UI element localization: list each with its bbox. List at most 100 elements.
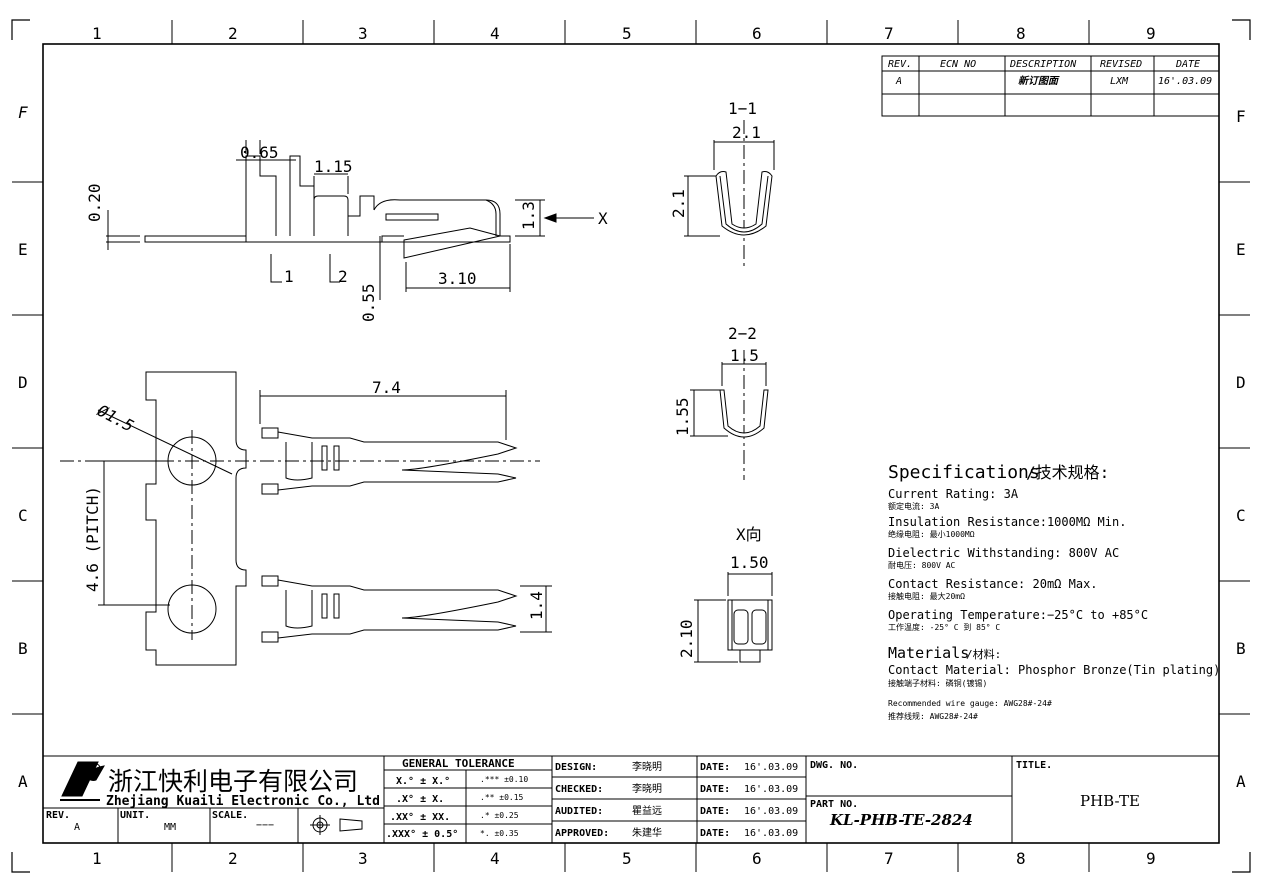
checked-label: CHECKED:: [555, 784, 603, 795]
col-label: 7: [884, 849, 894, 868]
part-no-label: PART NO.: [810, 799, 858, 810]
material-cn: 推荐线规: AWG28#-24#: [888, 711, 978, 721]
dim-0.55: 0.55: [359, 283, 378, 322]
row-label: F: [1236, 107, 1246, 126]
rev-value: A: [895, 76, 902, 87]
spec-cn: 额定电流: 3A: [888, 501, 939, 511]
company-name-cn: 浙江快利电子有限公司: [108, 767, 358, 796]
section-2-marker: 2: [338, 267, 348, 286]
view-x-label: X: [598, 209, 608, 228]
section-2-2-title: 2−2: [728, 324, 757, 343]
dim-0.65: 0.65: [240, 143, 279, 162]
view-x-title: X向: [736, 525, 762, 544]
audited-label: AUDITED:: [555, 806, 603, 817]
ecn-header: ECN NO: [940, 59, 976, 70]
description-header: DESCRIPTION: [1009, 59, 1077, 70]
material-cn: 接触端子材料: 磷铜(镀锡): [888, 678, 987, 688]
col-label: 9: [1146, 24, 1156, 43]
date-header: DATE: [1175, 59, 1200, 70]
part-number: KL-PHB-TE-2824: [829, 811, 973, 829]
dim-7.4: 7.4: [372, 378, 401, 397]
col-label: 1: [92, 849, 102, 868]
spec-en: Dielectric Withstanding: 800V AC: [888, 546, 1119, 560]
scale-label: SCALE.: [212, 810, 248, 821]
spec-en: Current Rating: 3A: [888, 487, 1019, 501]
section-1-1-title: 1−1: [728, 99, 757, 118]
section-2-2-width: 1.5: [730, 346, 759, 365]
description-value: 新订图面: [1018, 75, 1060, 87]
drawing-border: [42, 43, 1220, 844]
view-x-height: 2.10: [677, 619, 696, 658]
material-en: Contact Material: Phosphor Bronze(Tin pl…: [888, 663, 1220, 677]
col-label: 3: [358, 24, 368, 43]
dwg-no-label: DWG. NO.: [810, 760, 858, 771]
corner-marks: [11, 19, 1251, 873]
company-logo-icon: [60, 761, 105, 801]
col-label: 7: [884, 24, 894, 43]
section-1-1-height: 2.1: [669, 189, 688, 218]
materials-title-cn: /材料:: [966, 647, 1001, 661]
title-label: TITLE.: [1016, 760, 1052, 771]
dim-pitch-4.6: 4.6 (PITCH): [83, 486, 102, 592]
col-label: 4: [490, 24, 500, 43]
spec-cn: 工作温度: -25° C 到 85° C: [888, 622, 1000, 632]
top-view: 7.4 Ø1.5 4.6 (PITCH) 1.4: [60, 371, 552, 666]
material-en: Recommended wire gauge: AWG28#-24#: [888, 699, 1052, 708]
tolerance-right: .** ±0.15: [480, 793, 524, 802]
col-label: 1: [92, 24, 102, 43]
row-label: F: [18, 103, 28, 122]
dim-1.15: 1.15: [314, 157, 353, 176]
col-label: 5: [622, 24, 632, 43]
materials-title: Materials: [888, 644, 969, 662]
section-2-2: 2−2 1.5 1.55: [673, 324, 769, 480]
date-value: 16'.03.09: [1158, 76, 1212, 87]
rev-header: REV.: [888, 59, 912, 70]
specs-title-cn: /技术规格:: [1026, 463, 1109, 482]
section-2-2-height: 1.55: [673, 397, 692, 436]
side-view: 0.65 1.15 0.20 1.3 X 3.10 0.55 1 2: [85, 140, 608, 322]
design-date: 16'.03.09: [744, 762, 798, 773]
col-label: 5: [622, 849, 632, 868]
specifications: Specifications /技术规格: Current Rating: 3A…: [888, 462, 1220, 721]
row-label: E: [18, 240, 28, 259]
row-label: D: [18, 373, 28, 392]
audited-date: 16'.03.09: [744, 806, 798, 817]
unit-label: UNIT.: [120, 810, 150, 821]
tolerance-left: .XX° ± XX.: [390, 812, 450, 823]
col-label: 2: [228, 24, 238, 43]
scale-value: −−−: [256, 820, 274, 831]
section-1-1: 1−1 2.1 2.1: [669, 99, 775, 270]
approved-name: 朱建华: [632, 826, 662, 839]
tolerance-left: .X° ± X.: [396, 794, 444, 805]
row-label: B: [18, 639, 28, 658]
spec-cn: 耐电压: 800V AC: [888, 560, 956, 570]
tolerance-right: .*** ±0.10: [480, 775, 528, 784]
spec-en: Contact Resistance: 20mΩ Max.: [888, 577, 1098, 591]
rev-label: REV.: [46, 810, 70, 821]
col-label: 4: [490, 849, 500, 868]
rev-value: A: [74, 822, 80, 833]
row-label: A: [1236, 772, 1246, 791]
section-1-1-width: 2.1: [732, 123, 761, 142]
spec-en: Insulation Resistance:1000MΩ Min.: [888, 515, 1126, 529]
col-label: 2: [228, 849, 238, 868]
company-name-en: Zhejiang Kuaili Electronic Co., Ltd: [106, 794, 380, 809]
dim-0.20: 0.20: [85, 183, 104, 222]
col-label: 6: [752, 849, 762, 868]
row-label: C: [18, 506, 28, 525]
title-block: 浙江快利电子有限公司 Zhejiang Kuaili Electronic Co…: [42, 755, 1220, 844]
row-label: E: [1236, 240, 1246, 259]
dim-1.3: 1.3: [519, 201, 538, 230]
spec-en: Operating Temperature:−25°C to +85°C: [888, 608, 1148, 622]
checked-name: 李晓明: [632, 782, 662, 795]
approved-label: APPROVED:: [555, 828, 609, 839]
dim-diameter-1.5: Ø1.5: [94, 401, 137, 436]
design-date-label: DATE:: [700, 762, 730, 773]
tolerance-right: *. ±0.35: [480, 829, 519, 838]
checked-date-label: DATE:: [700, 784, 730, 795]
audited-name: 瞿益远: [632, 804, 662, 817]
revised-value: LXM: [1110, 76, 1129, 87]
col-label: 8: [1016, 24, 1026, 43]
design-label: DESIGN:: [555, 762, 597, 773]
